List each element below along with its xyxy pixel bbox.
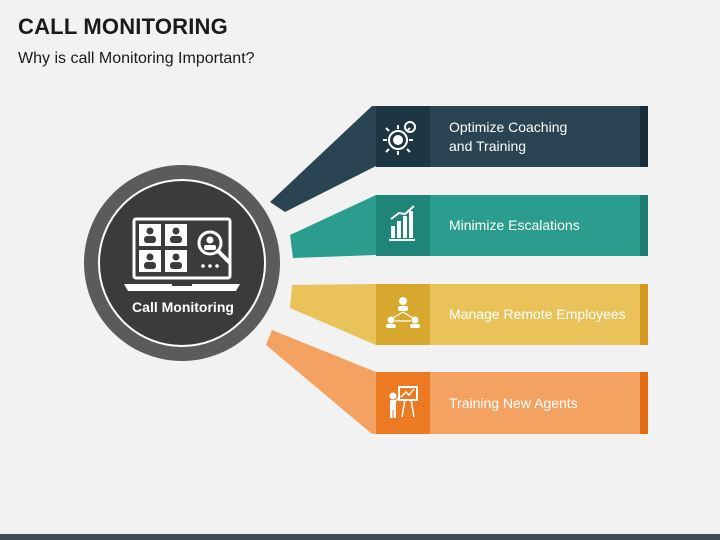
bar-chart-icon bbox=[389, 205, 415, 241]
card-1-label-line1: Optimize Coaching bbox=[449, 119, 568, 135]
presentation-trainer-icon bbox=[389, 386, 418, 418]
card-4-icon-box bbox=[376, 372, 430, 434]
card-3-label: Manage Remote Employees bbox=[449, 306, 626, 322]
page-subtitle: Why is call Monitoring Important? bbox=[18, 50, 255, 67]
connector-1 bbox=[270, 106, 376, 212]
remote-team-icon bbox=[386, 297, 420, 328]
connector-2 bbox=[290, 195, 376, 258]
connector-3 bbox=[290, 284, 376, 345]
card-1-label: Optimize Coaching and Training bbox=[449, 118, 567, 156]
card-1 bbox=[376, 106, 648, 167]
card-4 bbox=[376, 372, 648, 434]
card-3-icon-box bbox=[376, 284, 430, 345]
card-3 bbox=[376, 284, 648, 345]
card-1-icon-box bbox=[376, 106, 430, 167]
card-1-label-line2: and Training bbox=[449, 138, 527, 154]
connector-4 bbox=[266, 330, 376, 434]
video-conference-laptop-icon bbox=[124, 217, 240, 291]
card-2-label: Minimize Escalations bbox=[449, 217, 580, 233]
center-label: Call Monitoring bbox=[132, 299, 234, 315]
gears-coaching-icon bbox=[383, 121, 416, 155]
page-title: CALL MONITORING bbox=[18, 14, 228, 39]
card-4-label: Training New Agents bbox=[449, 395, 578, 411]
card-2 bbox=[376, 195, 648, 256]
bottom-bar bbox=[0, 534, 720, 540]
